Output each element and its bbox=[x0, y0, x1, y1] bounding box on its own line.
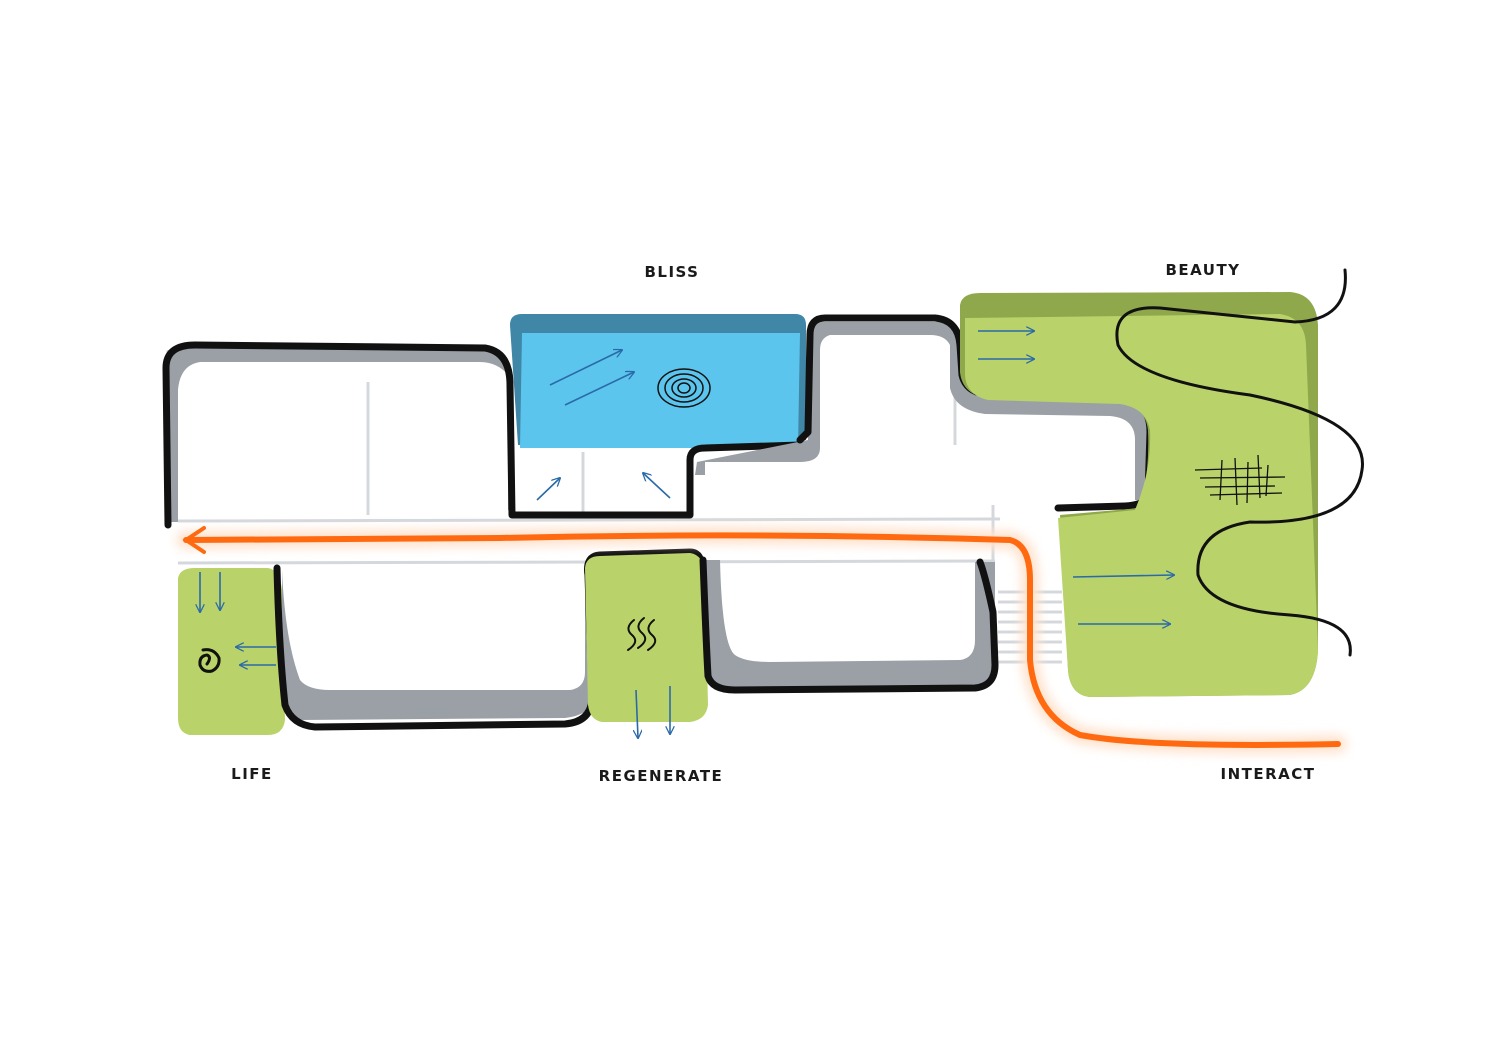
bottom-right-building bbox=[699, 556, 999, 694]
label-life: LIFE bbox=[231, 765, 273, 783]
label-interact: INTERACT bbox=[1220, 765, 1315, 783]
winding-path bbox=[1115, 268, 1364, 657]
regenerate-garden-zone bbox=[585, 553, 708, 722]
label-regenerate: REGENERATE bbox=[599, 767, 724, 785]
steam-icon bbox=[627, 617, 657, 651]
label-beauty: BEAUTY bbox=[1165, 261, 1240, 279]
flow-arrows bbox=[200, 331, 1174, 738]
spiral-icon bbox=[198, 648, 221, 673]
label-bliss: BLISS bbox=[644, 263, 699, 281]
mesh-icon bbox=[1194, 454, 1286, 506]
life-garden-zone bbox=[178, 568, 285, 735]
left-building-block bbox=[162, 341, 804, 529]
bottom-left-building bbox=[273, 548, 706, 731]
bliss-pool-zone bbox=[510, 314, 806, 448]
fingerprint-icon bbox=[657, 368, 711, 408]
circulation-path bbox=[176, 526, 1347, 754]
